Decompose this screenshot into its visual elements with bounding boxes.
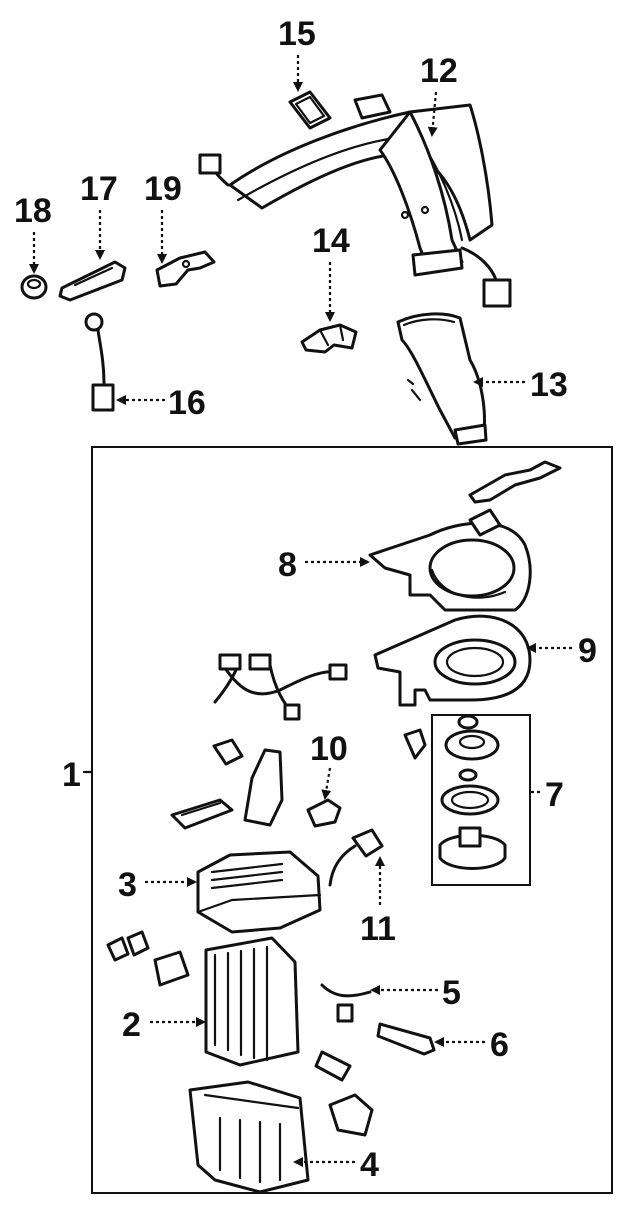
connector-plug — [212, 738, 244, 766]
part-16-sensor — [84, 312, 115, 412]
wire-harness — [213, 653, 348, 721]
callout-4: 4 — [360, 1146, 379, 1184]
callout-10: 10 — [310, 730, 348, 768]
callout-5: 5 — [442, 974, 461, 1012]
callout-7: 7 — [545, 776, 564, 814]
callout-13: 13 — [530, 366, 568, 404]
part-11-connector — [328, 828, 384, 887]
callout-14: 14 — [312, 222, 350, 260]
callout-17: 17 — [80, 170, 118, 208]
part-15-clip — [288, 90, 332, 130]
part-4-lower-case — [188, 1080, 374, 1194]
callout-3: 3 — [118, 866, 137, 904]
part-17-resistor — [58, 260, 127, 302]
part-6-pipe — [376, 1022, 436, 1056]
part-13-duct — [396, 312, 488, 446]
part-19-bracket — [155, 250, 216, 288]
callout-11: 11 — [360, 910, 396, 948]
leader-lines — [29, 55, 572, 1167]
part-9-blower-bottom — [373, 614, 532, 707]
part-18-grommet — [20, 274, 48, 300]
callout-2: 2 — [122, 1006, 141, 1044]
callout-8: 8 — [278, 546, 297, 584]
assembly-frame — [91, 446, 613, 1194]
callout-9: 9 — [578, 632, 597, 670]
door-lever — [243, 748, 284, 827]
callout-12: 12 — [420, 52, 458, 90]
seal-strip — [314, 1050, 352, 1082]
part-8-blower-top — [368, 508, 532, 612]
gasket-strip — [170, 798, 234, 830]
callout-6: 6 — [490, 1026, 509, 1064]
callout-18: 18 — [14, 192, 52, 230]
part-12-duct — [198, 93, 512, 308]
part-2-evaporator — [106, 930, 300, 1067]
part-3-case-top — [196, 850, 322, 934]
part-5-sensor — [320, 983, 372, 1023]
part-14-bracket — [300, 323, 358, 354]
callout-19: 19 — [144, 170, 182, 208]
callout-1: 1 — [62, 756, 81, 794]
part-10-servo — [306, 798, 342, 828]
callout-15: 15 — [278, 15, 316, 53]
callout-16: 16 — [168, 384, 206, 422]
part-7-blower-motor — [403, 714, 531, 886]
part-8-bracket — [468, 460, 562, 504]
